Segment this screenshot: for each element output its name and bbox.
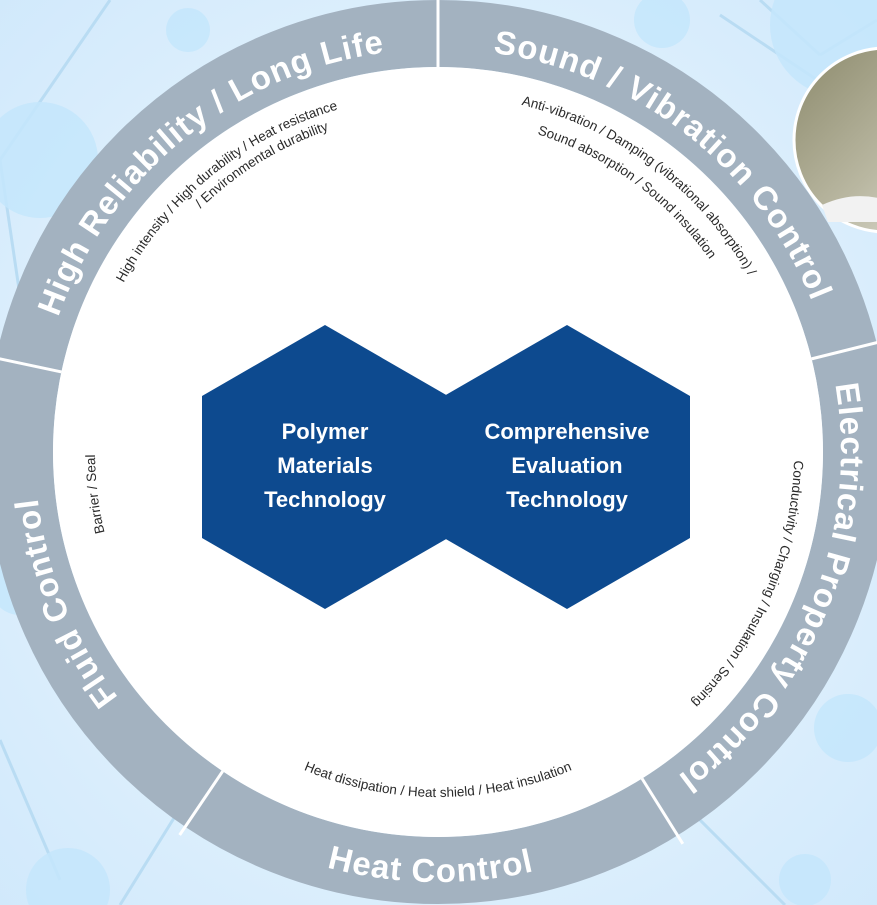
hexagon-label-evaluation: Comprehensive (484, 419, 649, 444)
ring-divider (640, 777, 685, 845)
ring-divider (178, 770, 224, 836)
hexagon-shape-evaluation (444, 325, 690, 609)
ring-divider (0, 357, 62, 374)
hexagon-label-polymer: Technology (264, 487, 387, 512)
hexagon-label-evaluation: Evaluation (511, 453, 622, 478)
technology-hexagons: PolymerMaterialsTechnologyComprehensiveE… (202, 325, 690, 609)
hexagon-label-polymer: Polymer (282, 419, 369, 444)
anechoic-chamber-photo (792, 46, 877, 234)
hexagon-label-polymer: Materials (277, 453, 372, 478)
hexagon-label-evaluation: Technology (506, 487, 629, 512)
ring-divider (811, 340, 877, 361)
hexagon-shape-polymer (202, 325, 448, 609)
